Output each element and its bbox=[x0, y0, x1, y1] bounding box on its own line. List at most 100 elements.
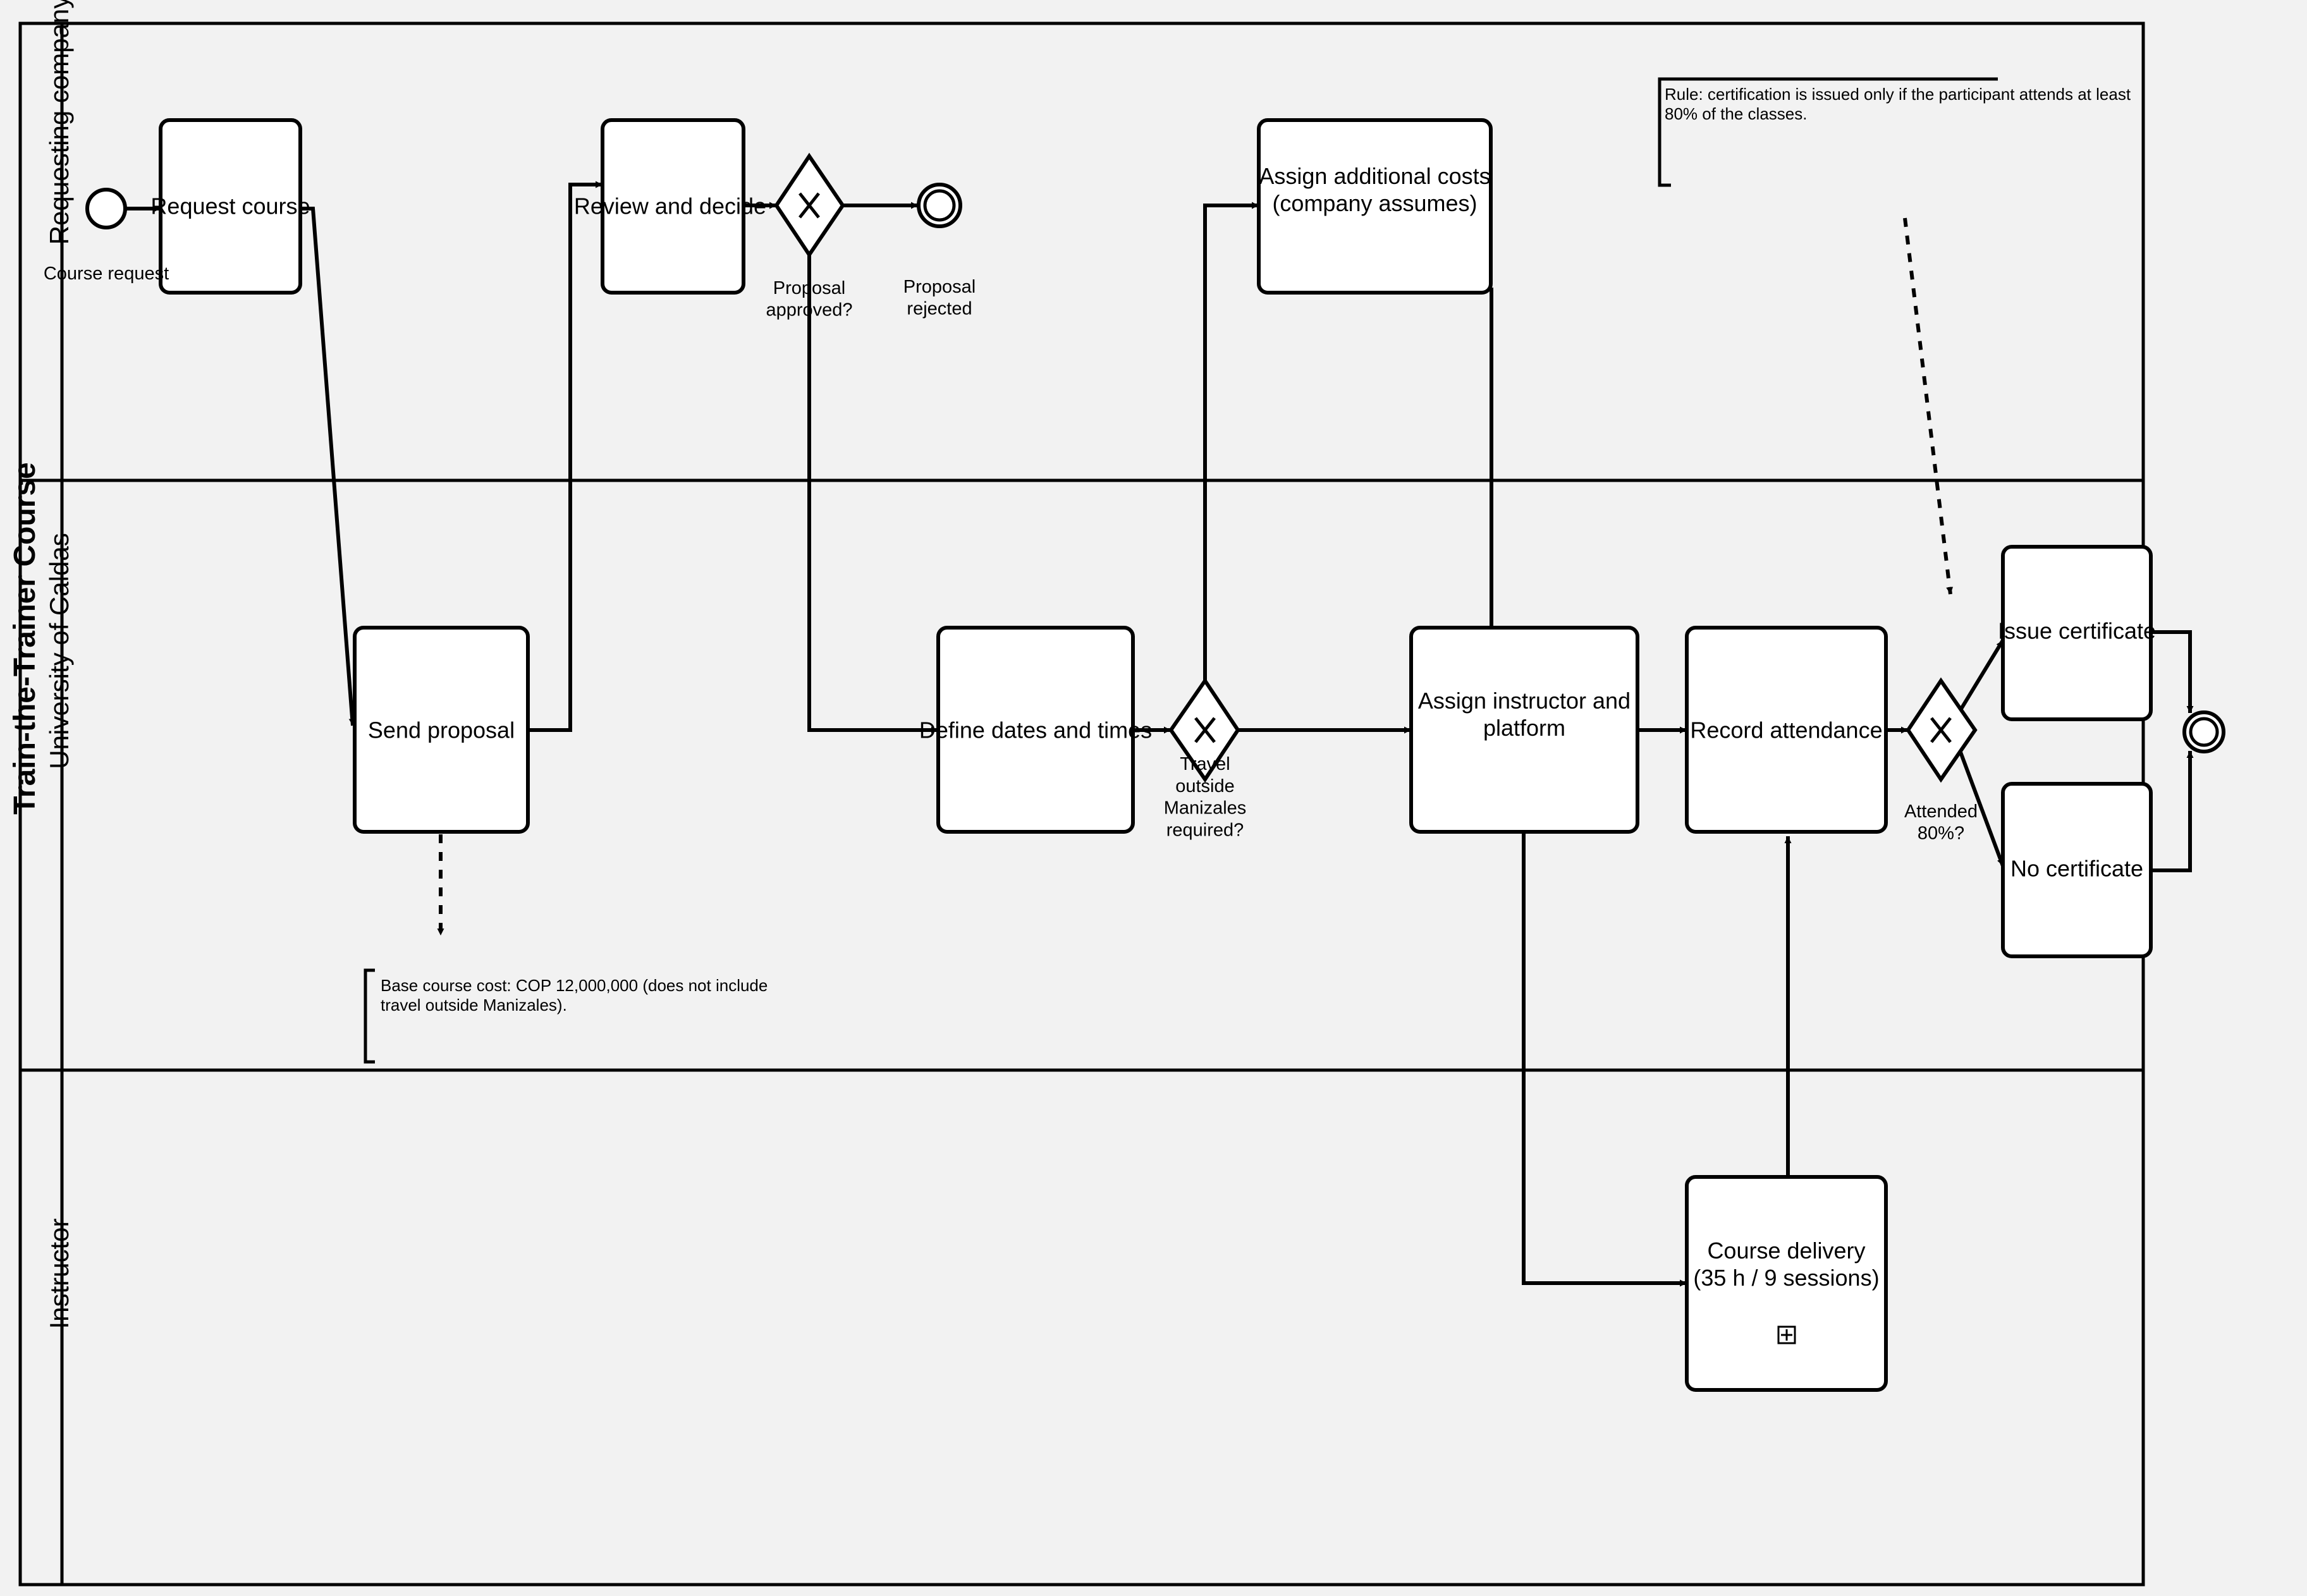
subprocess-course-delivery[interactable]: Course delivery(35 h / 9 sessions) bbox=[1685, 1175, 1888, 1392]
lane-label-university: University of Caldas bbox=[44, 533, 74, 769]
task-record-attendance-label: Record attendance bbox=[1690, 717, 1882, 743]
lane-label-company: Requesting company bbox=[44, 0, 74, 245]
task-define-dates-and-times[interactable]: Define dates and times bbox=[919, 626, 1152, 834]
end-event-final[interactable] bbox=[2182, 710, 2225, 753]
flow-send-proposal-to-review[interactable] bbox=[528, 181, 603, 732]
annotation-base-cost-text: Base course cost: COP 12,000,000 (does n… bbox=[381, 976, 768, 1014]
task-issue-certificate[interactable]: Issue certificate bbox=[1998, 545, 2156, 721]
label-line: Travel bbox=[1180, 754, 1230, 774]
label-line: Define dates and times bbox=[919, 717, 1152, 743]
task-review-and-decide-label: Review and decide bbox=[574, 193, 766, 219]
label-line: 80%? bbox=[1918, 824, 1964, 844]
label-line: Record attendance bbox=[1690, 717, 1882, 743]
task-record-attendance-box[interactable] bbox=[1685, 626, 1888, 834]
task-review-and-decide[interactable]: Review and decide bbox=[574, 118, 766, 295]
label-line: Request course bbox=[150, 193, 310, 219]
task-send-proposal-label: Send proposal bbox=[368, 717, 515, 743]
flow-no-certificate-to-end[interactable] bbox=[2151, 751, 2194, 872]
flow-attended-to-issue[interactable] bbox=[1957, 639, 2005, 714]
lane-label-instructor: Instructor bbox=[44, 1218, 74, 1329]
label-line: platform bbox=[1483, 715, 1565, 741]
subprocess-expand-icon[interactable] bbox=[1777, 1325, 1796, 1344]
task-assign-additional-costs[interactable]: Assign additional costs(company assumes) bbox=[1257, 118, 1493, 295]
task-assign-additional-costs-box[interactable] bbox=[1257, 118, 1493, 295]
flow-assign-instructor-to-delivery[interactable] bbox=[1522, 832, 1687, 1287]
label-line: Attended bbox=[1904, 801, 1978, 822]
flow-attended-to-no-certificate[interactable] bbox=[1957, 746, 2005, 867]
label-line: Manizales bbox=[1164, 798, 1247, 819]
start-event-label: Course request bbox=[44, 264, 169, 284]
label-line: outside bbox=[1175, 776, 1235, 796]
label-line: rejected bbox=[907, 299, 972, 319]
task-assign-additional-costs-label: Assign additional costs(company assumes) bbox=[1259, 163, 1490, 216]
label-line: 80% of the classes. bbox=[1665, 104, 1807, 123]
exclusive-x-icon bbox=[799, 192, 820, 219]
flow-approved-to-define-dates[interactable] bbox=[807, 238, 938, 734]
label-line: (35 h / 9 sessions) bbox=[1693, 1265, 1879, 1291]
label-line: required? bbox=[1166, 820, 1244, 840]
flow-travel-to-assign-costs[interactable] bbox=[1203, 202, 1259, 697]
label-line: Base course cost: COP 12,000,000 (does n… bbox=[381, 976, 768, 995]
label-line: Review and decide bbox=[574, 193, 766, 219]
label-line: Course delivery bbox=[1707, 1238, 1865, 1264]
subprocess-course-delivery-label: Course delivery(35 h / 9 sessions) bbox=[1693, 1238, 1879, 1291]
task-no-certificate-label: No certificate bbox=[2010, 856, 2143, 882]
task-no-certificate-box[interactable] bbox=[2001, 782, 2153, 958]
task-review-and-decide-box[interactable] bbox=[601, 118, 745, 295]
task-define-dates-and-times-box[interactable] bbox=[936, 626, 1135, 834]
flow-request-to-send-proposal[interactable] bbox=[300, 207, 356, 726]
label-line: travel outside Manizales). bbox=[381, 996, 567, 1014]
start-event-course-request[interactable]: Course request bbox=[44, 188, 169, 284]
annotation-certification-rule[interactable]: Rule: certification is issued only if th… bbox=[1658, 77, 2131, 187]
exclusive-x-icon bbox=[1194, 717, 1216, 743]
flow-issue-to-end[interactable] bbox=[2151, 630, 2194, 713]
label-line: No certificate bbox=[2010, 856, 2143, 882]
task-define-dates-and-times-label: Define dates and times bbox=[919, 717, 1152, 743]
task-request-course[interactable]: Request course bbox=[150, 118, 310, 295]
exclusive-x-icon bbox=[1930, 717, 1952, 743]
label-line: Assign additional costs bbox=[1259, 163, 1490, 189]
subprocess-course-delivery-box[interactable] bbox=[1685, 1175, 1888, 1392]
task-assign-instructor-and-platform-box[interactable] bbox=[1409, 626, 1639, 834]
label-line: approved? bbox=[766, 300, 852, 320]
label-line: Course request bbox=[44, 264, 169, 284]
annotation-base-cost[interactable]: Base course cost: COP 12,000,000 (does n… bbox=[364, 968, 768, 1064]
task-request-course-box[interactable] bbox=[159, 118, 302, 295]
end-event-rejected-inner bbox=[923, 189, 956, 222]
label-line: Assign instructor and bbox=[1418, 688, 1631, 714]
task-send-proposal-box[interactable] bbox=[353, 626, 530, 834]
tasks: Request course Review and decide Assign … bbox=[150, 118, 2156, 1392]
label-line: Rule: certification is issued only if th… bbox=[1665, 85, 2131, 104]
label-line: (company assumes) bbox=[1272, 190, 1477, 216]
label-line: Issue certificate bbox=[1998, 618, 2156, 644]
end-event-final-inner bbox=[2189, 717, 2219, 747]
annotation-bracket bbox=[1658, 77, 1998, 187]
task-send-proposal[interactable]: Send proposal bbox=[353, 626, 530, 834]
annotation-certification-rule-text: Rule: certification is issued only if th… bbox=[1665, 85, 2131, 123]
task-request-course-label: Request course bbox=[150, 193, 310, 219]
label-line: Send proposal bbox=[368, 717, 515, 743]
task-no-certificate[interactable]: No certificate bbox=[2001, 782, 2153, 958]
task-issue-certificate-box[interactable] bbox=[2001, 545, 2153, 721]
task-record-attendance[interactable]: Record attendance bbox=[1685, 626, 1888, 834]
annotations: Rule: certification is issued only if th… bbox=[364, 77, 2131, 1064]
pool-title: Train-the-Trainer Course bbox=[8, 462, 42, 814]
annotation-bracket bbox=[364, 968, 375, 1064]
label-line: Proposal bbox=[773, 278, 845, 298]
task-issue-certificate-label: Issue certificate bbox=[1998, 618, 2156, 644]
start-event-circle[interactable] bbox=[85, 188, 127, 229]
label-line: Proposal bbox=[903, 277, 976, 297]
